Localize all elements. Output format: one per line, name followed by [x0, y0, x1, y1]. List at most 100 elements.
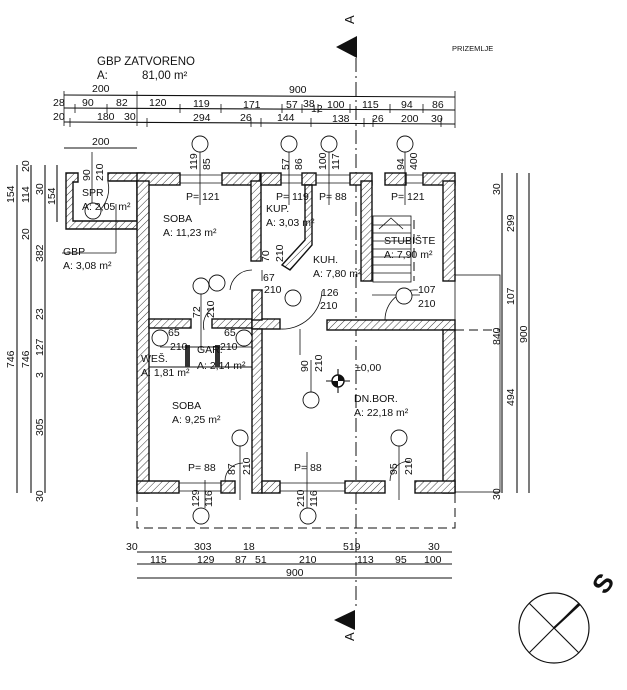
dimensions-left: 154 746 20 114 20 746 30 382 23 127 3 30… — [5, 160, 58, 502]
dimension-label: 519 — [343, 541, 361, 553]
dimension-label: 119 — [193, 98, 210, 110]
dimension-label: 20 — [20, 160, 32, 172]
dimension-label: 107 — [505, 287, 517, 305]
dimension-label: 86 — [293, 158, 305, 170]
dimension-label: P= 88 — [319, 191, 347, 203]
dimension-label: 95 — [388, 463, 400, 475]
dimension-label: 180 — [97, 111, 115, 123]
compass-letter: S — [586, 568, 621, 599]
room-area-gar: A: 2,14 m² — [197, 360, 246, 372]
dimension-label: P= 88 — [188, 462, 216, 474]
dimension-label: 900 — [289, 84, 307, 96]
dimension-label: 30 — [431, 113, 443, 125]
opening-labels: 90 210 119 85 57 86 100 117 94 400 70 21… — [81, 152, 436, 507]
room-area-soba-2: A: 9,25 m² — [172, 414, 221, 426]
dimension-label: 86 — [432, 99, 444, 111]
gbp-title: GBP ZATVORENO — [97, 56, 195, 68]
room-name-wes: WEŠ. — [141, 352, 168, 365]
gbp-area-value: 81,00 m² — [142, 70, 188, 82]
room-name-spr: SPR — [82, 187, 104, 199]
room-name-kup: KUP. — [266, 203, 289, 215]
dimension-label: 127 — [34, 338, 46, 356]
dimension-label: 70 — [260, 250, 272, 262]
room-area-spr: A: 2,05 m² — [82, 201, 131, 213]
dimension-label: 100 — [317, 152, 329, 170]
dimension-label: 117 — [330, 153, 342, 170]
dimension-label: 30 — [34, 183, 46, 195]
dimension-label: 20 — [53, 111, 65, 123]
dimension-label: 126 — [321, 287, 339, 299]
dimension-label: 210 — [418, 298, 436, 310]
room-area-dnevni-boravak: A: 22,18 m² — [354, 407, 409, 419]
room-area-wes: A: 1,81 m² — [141, 367, 190, 379]
section-marker-top: A — [336, 15, 357, 58]
dimension-label: 100 — [424, 554, 442, 566]
section-label-bottom: A — [342, 632, 357, 641]
dimension-label: 382 — [34, 244, 46, 262]
section-marker-bottom: A — [334, 610, 357, 641]
room-name-soba-1: SOBA — [163, 213, 192, 225]
dimension-label: 90 — [82, 97, 94, 109]
dimension-label: 210 — [403, 457, 415, 475]
section-label-top: A — [342, 15, 357, 24]
terrace-outline — [136, 493, 456, 529]
dimension-label: 90 — [299, 360, 311, 372]
dimension-label: 113 — [357, 554, 374, 566]
dimension-label: 30 — [126, 541, 138, 553]
dimension-label: 82 — [116, 97, 128, 109]
room-name-dnevni-boravak: DN.BOR. — [354, 393, 398, 405]
dimension-label: 95 — [395, 554, 407, 566]
dimension-label: 299 — [505, 214, 517, 232]
dimension-label: 3 — [34, 372, 46, 378]
dimension-label: 210 — [241, 457, 253, 475]
dimension-label: 120 — [149, 97, 167, 109]
dimension-label: 210 — [170, 341, 188, 353]
walls — [65, 172, 456, 494]
dimension-label: 171 — [243, 99, 261, 111]
room-name-stubiste: STUBIŠTE — [384, 234, 435, 247]
dimension-label: 114 — [20, 186, 32, 203]
dimension-label: 87 — [235, 554, 247, 566]
dimension-label: 30 — [491, 488, 503, 500]
dimensions-top: 200 900 28 90 82 120 119 171 57 38 12 10… — [53, 83, 456, 149]
dimension-label: 129 — [190, 489, 202, 507]
dimension-label: P= 119 — [276, 191, 309, 203]
dimension-label: 294 — [193, 112, 211, 124]
dimension-label: 210 — [220, 341, 238, 353]
dimension-label: 107 — [418, 284, 436, 296]
dimension-label: 144 — [277, 112, 295, 124]
sheet-label: PRIZEMLJE — [452, 44, 493, 53]
dimension-label: 85 — [201, 158, 213, 170]
dimension-label: 28 — [53, 97, 65, 109]
dimension-label: 115 — [362, 99, 379, 111]
dimension-label: 65 — [224, 327, 236, 339]
dimension-label: 72 — [191, 306, 203, 318]
room-area-kuh: A: 7,80 m² — [313, 268, 362, 280]
level-value: ±0,00 — [355, 362, 381, 374]
dimension-label: 119 — [188, 153, 200, 170]
dimension-label: 210 — [264, 284, 282, 296]
dimension-label: 210 — [94, 163, 106, 181]
north-compass: S — [518, 568, 621, 664]
dimension-label: 210 — [295, 489, 307, 507]
dimension-label: 210 — [205, 300, 217, 318]
dimension-label: 20 — [20, 228, 32, 240]
dimension-label: 138 — [332, 113, 350, 125]
dimension-label: 90 — [81, 169, 93, 181]
room-area-gbp: A: 3,08 m² — [63, 260, 112, 272]
dimension-label: 51 — [255, 554, 267, 566]
gbp-area-prefix: A: — [97, 70, 108, 82]
dimension-label: 57 — [280, 158, 292, 170]
dimension-label: 305 — [34, 418, 46, 436]
dimension-label: 200 — [92, 136, 110, 148]
dimension-label: 900 — [518, 325, 530, 343]
dimension-label: 23 — [34, 308, 46, 320]
dimension-label: 30 — [491, 183, 503, 195]
room-name-kuh: KUH. — [313, 254, 338, 266]
dimension-label: 30 — [124, 111, 136, 123]
dimension-label: 26 — [372, 113, 384, 125]
dimension-label: 30 — [428, 541, 440, 553]
dimension-label: 400 — [408, 152, 420, 170]
dimension-label: 115 — [150, 554, 167, 566]
